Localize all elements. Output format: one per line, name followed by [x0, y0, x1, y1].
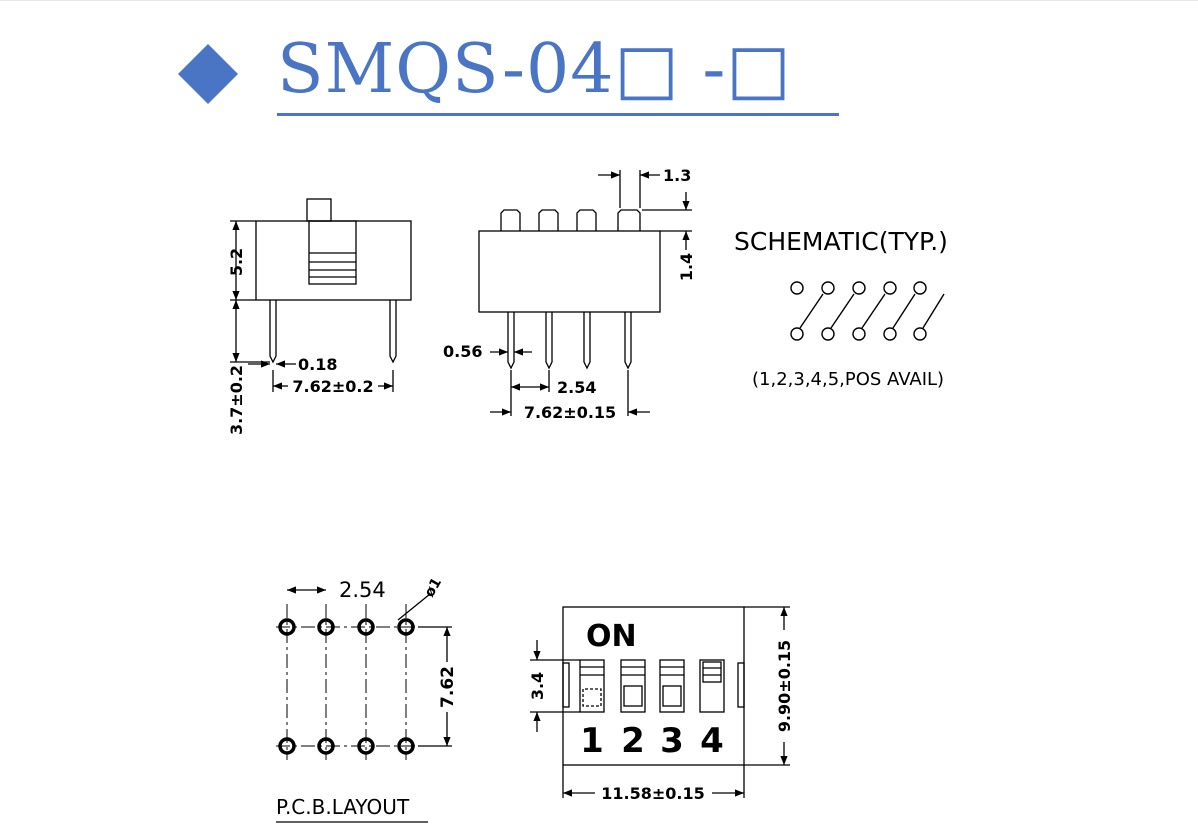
switch-number-3: 3: [660, 721, 684, 761]
side-view-pin-right: [389, 300, 397, 364]
pcb-layout-labels: 2.54 ø1 7.62 P.C.B.LAYOUT: [276, 575, 458, 819]
top-view-switch-4: [699, 659, 725, 713]
front-view-knob-2: [538, 209, 559, 231]
title-underline: [277, 113, 839, 116]
front-view-body: [478, 230, 661, 313]
dim-overall-pitch-label: 7.62±0.15: [524, 403, 616, 422]
dim-actuator-label: 3.4: [528, 672, 547, 700]
side-view-actuator: [306, 198, 332, 222]
pcb-centerlines: [276, 604, 418, 760]
on-label: ON: [586, 619, 637, 654]
schematic: SCHEMATIC(TYP.) (1,2,3,4,5,POS AVAIL): [734, 227, 948, 390]
dim-pin-width-label: 0.18: [298, 355, 337, 374]
diamond-icon: [178, 44, 238, 104]
front-view-knob-3: [576, 209, 597, 231]
dim-top-width-label: 11.58±0.15: [601, 784, 705, 803]
pcb-dimensions: [287, 586, 452, 747]
front-view-pin-2: [545, 312, 553, 370]
pcb-pitch-label: 2.54: [339, 578, 386, 602]
side-view-labels: 5.2 3.7±0.2 0.18 7.62±0.2: [227, 248, 374, 435]
pcb-caption: P.C.B.LAYOUT: [276, 795, 410, 819]
schematic-symbols: [790, 281, 945, 341]
side-view-pin-left: [269, 300, 277, 364]
dim-top-height-label: 9.90±0.15: [775, 640, 794, 732]
dim-pitch-width-label: 7.62±0.2: [292, 377, 373, 396]
front-view-knob-4: [617, 209, 641, 231]
dim-pin-dia-label: 0.56: [443, 342, 482, 361]
front-view-pin-3: [583, 312, 591, 370]
pcb-hole-label: ø1: [422, 575, 446, 600]
pcb-row-spacing-label: 7.62: [438, 666, 458, 708]
switch-number-1: 1: [580, 721, 604, 761]
front-view: [478, 170, 692, 416]
front-view-knob-1: [500, 209, 521, 231]
switch-number-2: 2: [621, 721, 645, 761]
top-view-labels: ON 1 2 3 4 3.4 9.90±0.15 11.58±0.15: [528, 619, 794, 803]
schematic-note: (1,2,3,4,5,POS AVAIL): [752, 369, 944, 390]
dim-pitch-label: 2.54: [557, 378, 596, 397]
pcb-layout: [276, 586, 452, 760]
switch-number-4: 4: [700, 721, 724, 761]
dim-top-label: 1.3: [663, 166, 691, 185]
dim-pin-length-label: 3.7±0.2: [227, 365, 246, 435]
front-view-pin-1: [507, 312, 515, 370]
dim-actuator-height-label: 1.4: [677, 253, 696, 281]
top-view-switch-2: [620, 659, 646, 713]
top-view: [530, 606, 790, 798]
page-title: SMQS-04□ -□: [277, 30, 792, 109]
top-border: [0, 0, 1198, 1]
dim-height-label: 5.2: [227, 248, 246, 276]
schematic-title: SCHEMATIC(TYP.): [734, 227, 948, 256]
side-view: [230, 198, 412, 392]
front-view-pin-4: [624, 312, 632, 370]
side-view-body: [255, 220, 412, 301]
top-view-switch-1: [579, 659, 605, 713]
top-view-switch-3: [659, 659, 685, 713]
pcb-holes: [278, 618, 415, 755]
front-view-labels: 1.3 1.4 0.56 2.54 7.62±0.15: [443, 166, 696, 422]
